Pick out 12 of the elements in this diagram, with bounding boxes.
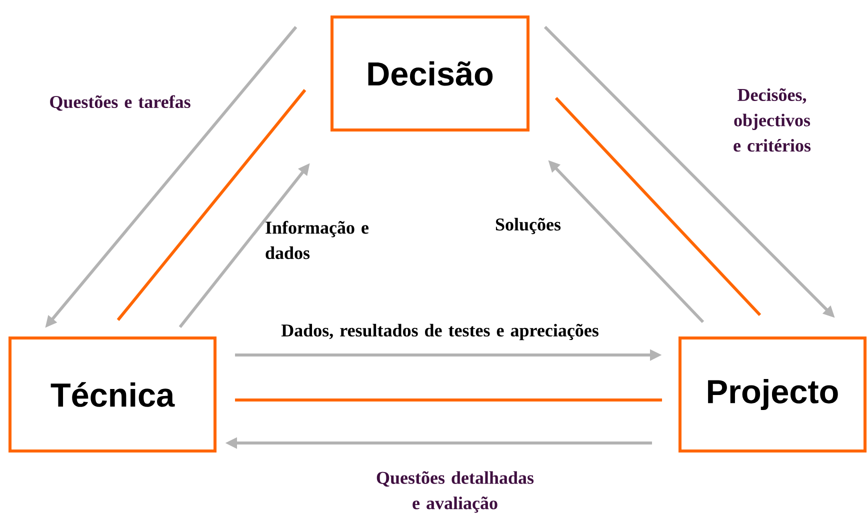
edge-label: Informação e dados [266,220,368,260]
process-box: Projecto [678,336,867,452]
edge-label: Dados, resultados de testes e apreciações [281,324,598,340]
process-box: Técnica [8,336,217,452]
edge-label: Questões detalhadas e avaliação [376,471,534,513]
edge-label: Questões e tarefas [50,95,190,111]
connector-line [235,398,662,402]
connector-line [554,96,762,316]
edge-label: Soluções [496,218,561,234]
edge-label: Decisões, objectivos e critérios [734,88,811,152]
connector-line [116,89,306,321]
process-box: Decisão [330,16,530,132]
